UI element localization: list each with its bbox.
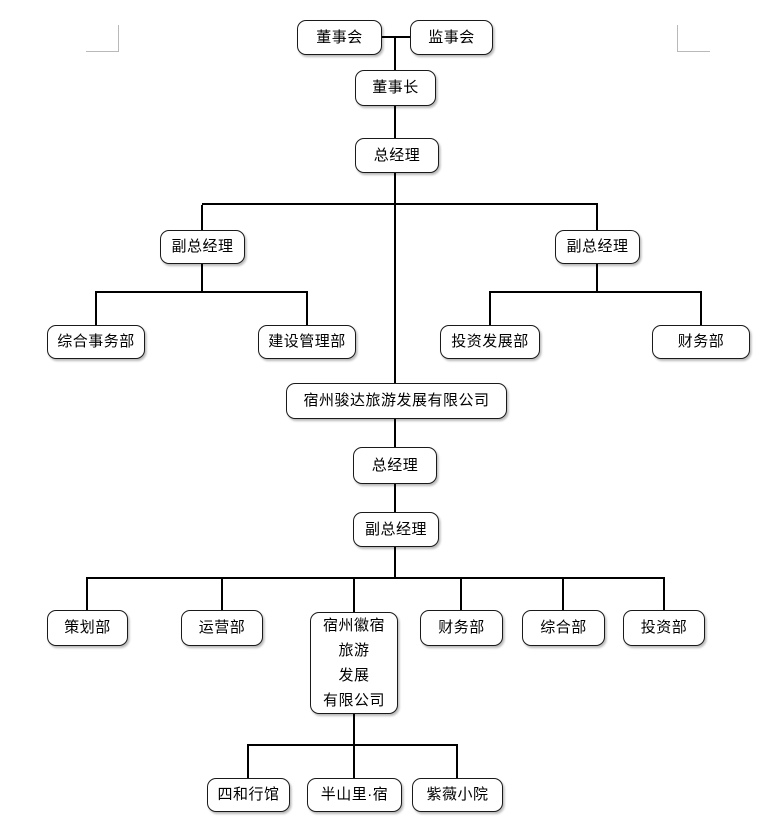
org-node-label-finance-dept-1: 财务部 <box>677 333 725 351</box>
org-node-label-construction-mgmt-dept: 建设管理部 <box>268 333 346 351</box>
org-node-general-manager-1[interactable]: 总经理 <box>355 138 439 173</box>
connector-line <box>247 746 249 778</box>
connector-line <box>95 291 308 293</box>
connector-line <box>700 293 702 325</box>
org-node-label-huisu-company: 宿州徽宿 旅游 发展 有限公司 <box>322 616 385 710</box>
connector-line <box>489 293 491 325</box>
org-node-general-dept[interactable]: 综合部 <box>522 610 605 646</box>
org-node-operations-dept[interactable]: 运营部 <box>181 610 263 646</box>
org-node-banshanli-su[interactable]: 半山里·宿 <box>307 778 402 812</box>
org-node-label-general-dept: 综合部 <box>540 619 587 637</box>
org-node-sihe-guesthouse[interactable]: 四和行馆 <box>207 778 290 812</box>
org-node-label-operations-dept: 运营部 <box>198 619 246 637</box>
org-node-construction-mgmt-dept[interactable]: 建设管理部 <box>258 325 356 359</box>
connector-line <box>394 173 396 383</box>
connector-line <box>353 746 355 778</box>
connector-line <box>202 203 598 205</box>
connector-line <box>201 205 203 230</box>
org-node-finance-dept-2[interactable]: 财务部 <box>420 610 503 646</box>
org-node-finance-dept-1[interactable]: 财务部 <box>652 325 750 359</box>
connector-line <box>247 744 458 746</box>
connector-line <box>460 579 462 610</box>
org-node-label-junda-company: 宿州骏达旅游发展有限公司 <box>303 392 490 410</box>
connector-line <box>489 291 702 293</box>
connector-line <box>456 746 458 778</box>
org-node-label-finance-dept-2: 财务部 <box>438 619 485 637</box>
page-corner-mark-top-right <box>677 25 710 52</box>
connector-line <box>562 579 564 610</box>
org-node-junda-company[interactable]: 宿州骏达旅游发展有限公司 <box>286 383 507 419</box>
org-node-board-of-directors[interactable]: 董事会 <box>297 20 382 55</box>
connector-line <box>596 264 598 291</box>
connector-line <box>382 36 410 38</box>
org-node-investment-dev-dept[interactable]: 投资发展部 <box>440 325 540 359</box>
connector-line <box>201 264 203 291</box>
connector-line <box>663 579 665 610</box>
org-node-label-chairman: 董事长 <box>372 79 419 97</box>
org-node-label-supervisory-board: 监事会 <box>428 28 475 46</box>
org-node-ziwei-courtyard[interactable]: 紫薇小院 <box>412 778 503 812</box>
connector-line <box>306 293 308 325</box>
org-node-planning-dept[interactable]: 策划部 <box>47 610 128 646</box>
org-node-huisu-company[interactable]: 宿州徽宿 旅游 发展 有限公司 <box>310 612 398 714</box>
org-node-label-general-manager-1: 总经理 <box>373 146 421 164</box>
connector-line <box>394 38 396 70</box>
org-node-investment-dept[interactable]: 投资部 <box>623 610 705 646</box>
org-node-label-general-affairs-dept: 综合事务部 <box>57 333 135 351</box>
connector-line <box>596 205 598 230</box>
connector-line <box>95 293 97 325</box>
org-node-label-deputy-gm-2: 副总经理 <box>364 520 427 538</box>
org-node-deputy-gm-left[interactable]: 副总经理 <box>160 230 245 264</box>
org-node-supervisory-board[interactable]: 监事会 <box>410 20 493 55</box>
org-node-label-banshanli-su: 半山里·宿 <box>320 786 389 804</box>
org-node-general-affairs-dept[interactable]: 综合事务部 <box>47 325 145 359</box>
page-corner-mark-top-left <box>86 25 119 52</box>
connector-line <box>394 484 396 512</box>
org-node-deputy-gm-right[interactable]: 副总经理 <box>555 230 640 264</box>
connector-line <box>394 419 396 447</box>
org-node-label-investment-dev-dept: 投资发展部 <box>451 333 529 351</box>
connector-line <box>86 579 88 610</box>
org-node-chairman[interactable]: 董事长 <box>355 70 436 106</box>
org-node-label-sihe-guesthouse: 四和行馆 <box>217 786 280 804</box>
org-node-label-investment-dept: 投资部 <box>640 619 688 637</box>
connector-line <box>353 579 355 612</box>
connector-line <box>353 714 355 744</box>
org-node-label-deputy-gm-right: 副总经理 <box>566 238 629 256</box>
org-node-label-deputy-gm-left: 副总经理 <box>171 238 234 256</box>
connector-line <box>221 579 223 610</box>
org-node-label-planning-dept: 策划部 <box>64 619 111 637</box>
connector-line <box>86 577 665 579</box>
connector-line <box>394 547 396 577</box>
org-node-general-manager-2[interactable]: 总经理 <box>353 447 437 484</box>
connector-line <box>394 106 396 138</box>
org-node-label-ziwei-courtyard: 紫薇小院 <box>426 786 489 804</box>
org-node-label-general-manager-2: 总经理 <box>371 456 419 474</box>
org-node-deputy-gm-2[interactable]: 副总经理 <box>353 512 439 547</box>
org-node-label-board-of-directors: 董事会 <box>316 28 363 46</box>
